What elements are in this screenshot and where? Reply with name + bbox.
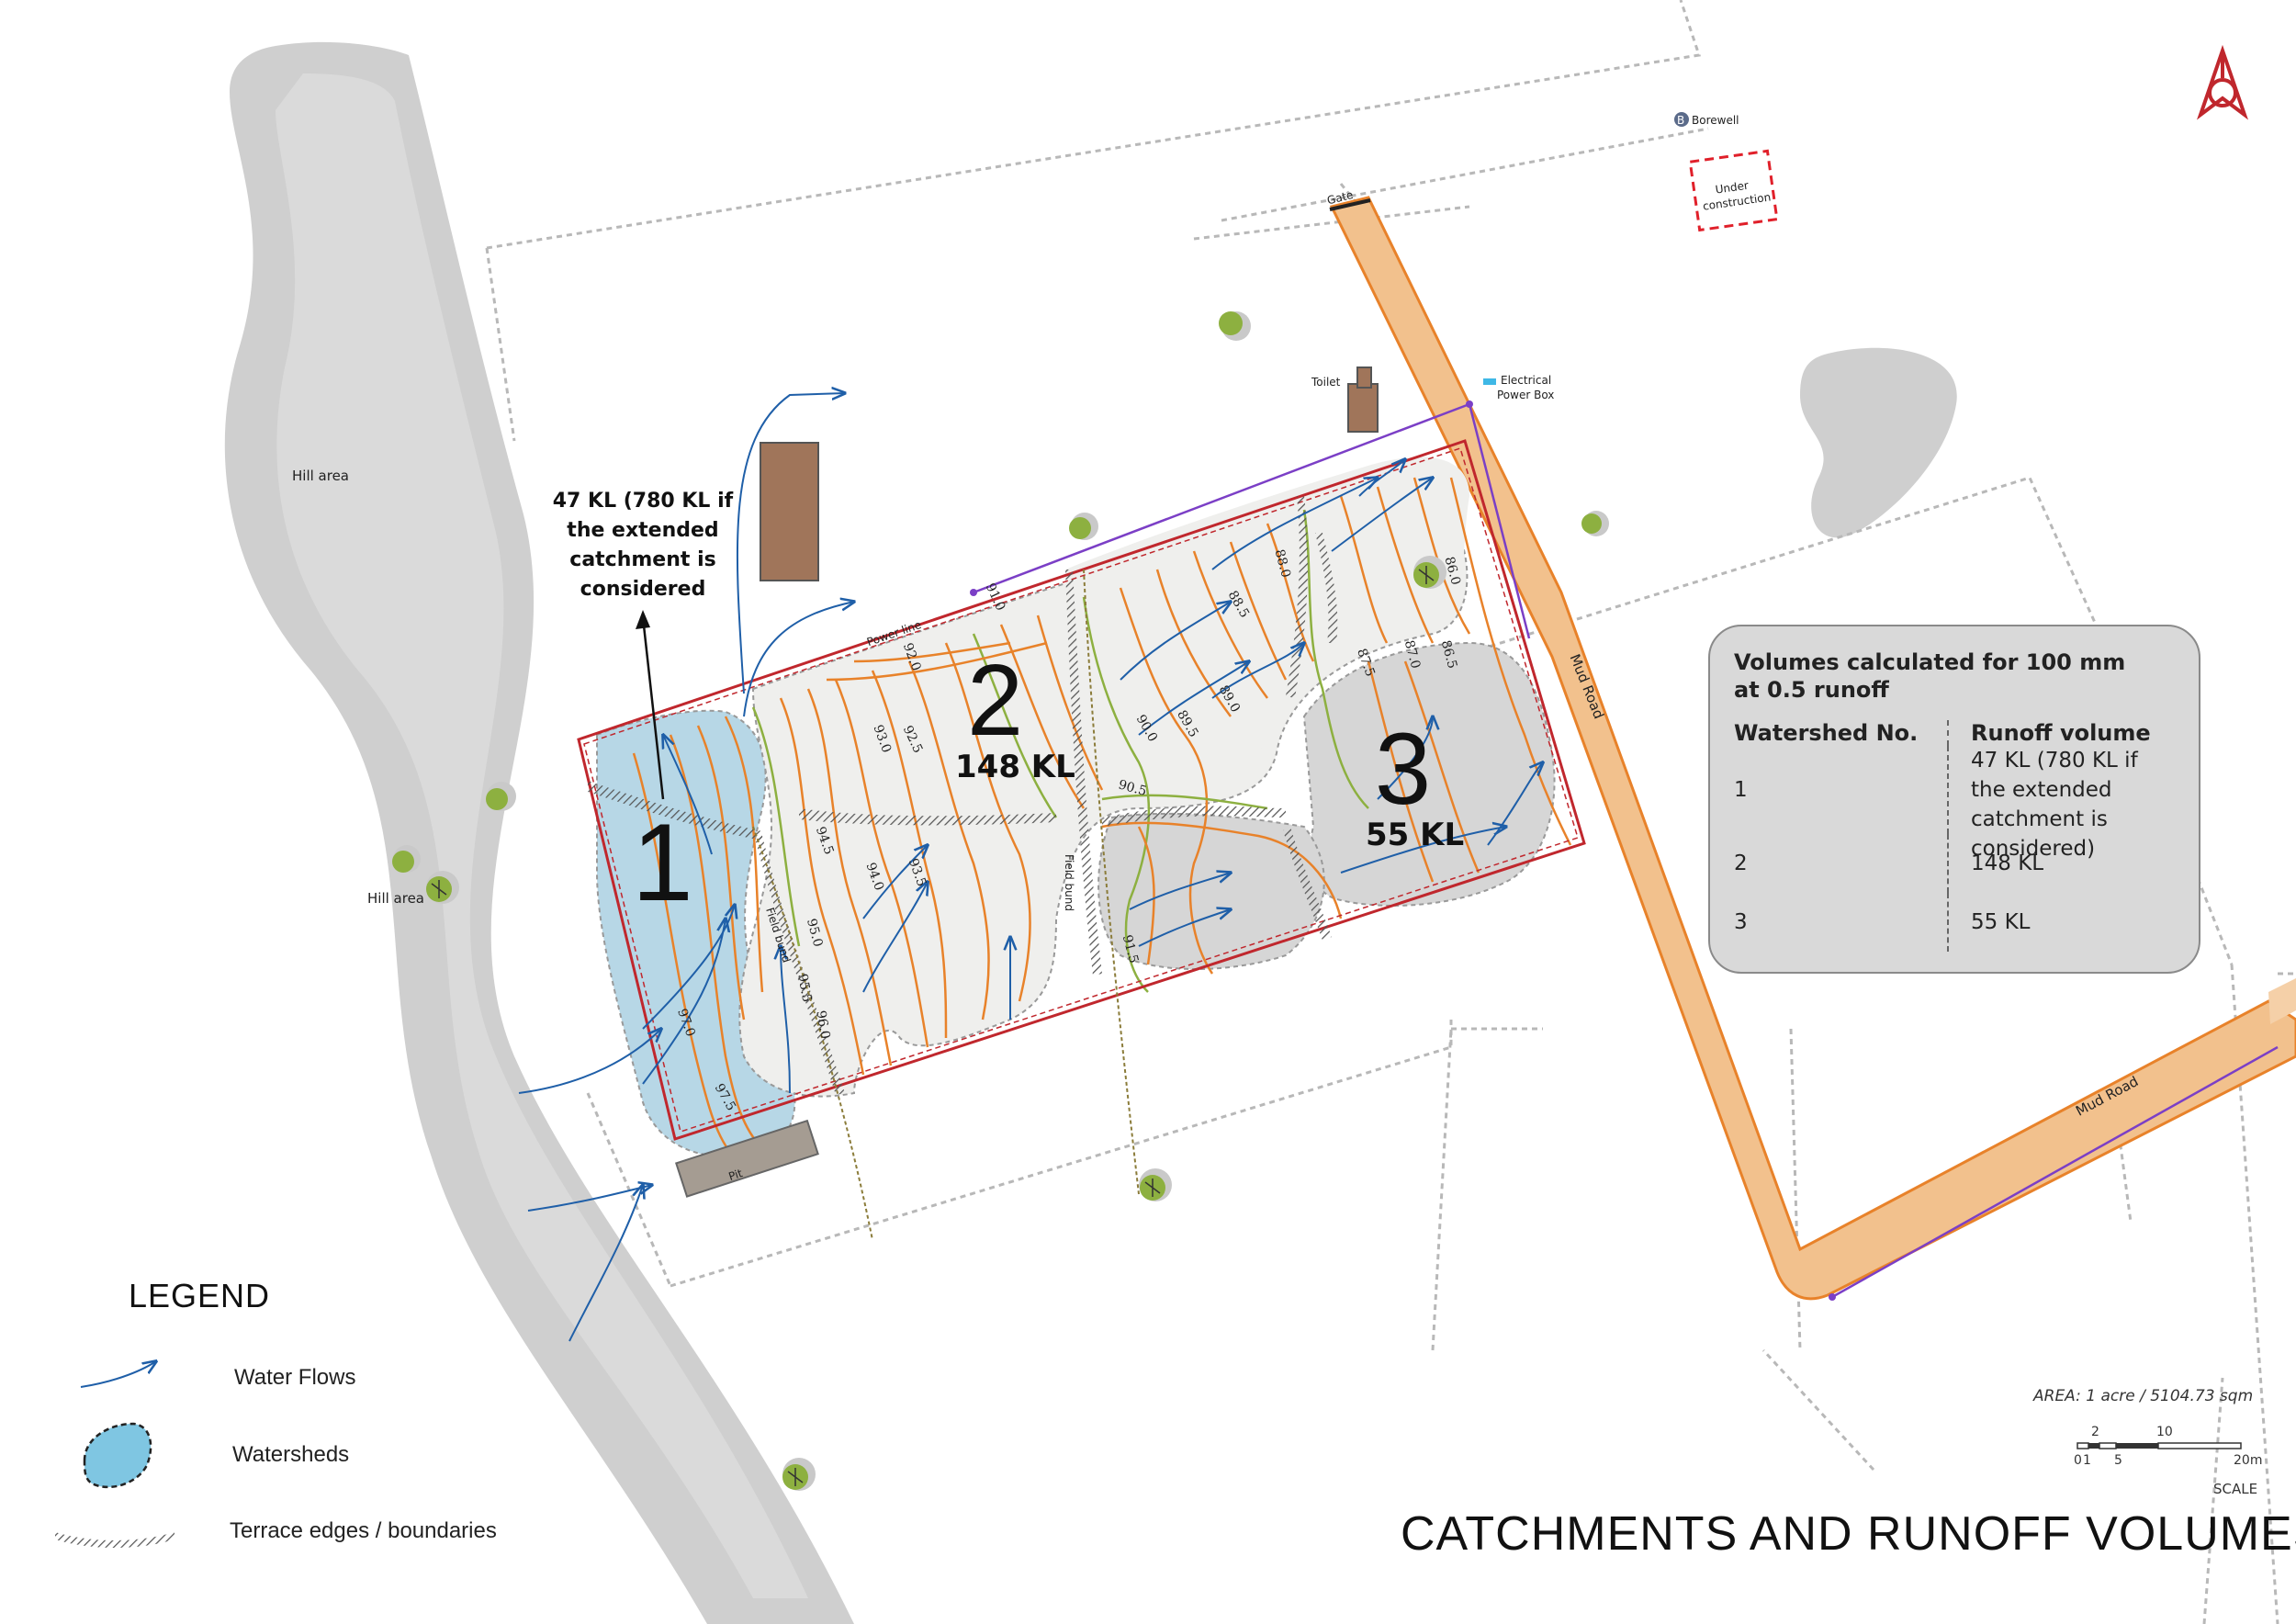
legend-item-terrace-edges: Terrace edges / boundaries bbox=[230, 1518, 497, 1543]
volumes-title: Volumes calculated for 100 mm at 0.5 run… bbox=[1734, 649, 2126, 703]
gate-label: Gate bbox=[1326, 188, 1355, 208]
pit-label: Pit bbox=[727, 1167, 745, 1183]
column-header-runoff: Runoff volume bbox=[1947, 720, 2175, 746]
page-title: CATCHMENTS AND RUNOFF VOLUMES bbox=[1401, 1507, 2296, 1561]
toilet-small bbox=[1356, 367, 1372, 389]
power-line bbox=[970, 400, 2279, 1301]
pit-shape bbox=[675, 1119, 819, 1198]
scale-tick: 20m bbox=[2234, 1453, 2263, 1468]
table-row-volume: 47 KL (780 KL if the extended catchment … bbox=[1947, 746, 2175, 861]
borewell-icon bbox=[1674, 112, 1689, 127]
borewell-badge: B bbox=[1677, 114, 1684, 127]
water-flow-arrows bbox=[518, 393, 1543, 1342]
svg-text:the extended: the extended bbox=[567, 519, 718, 542]
electrical-box bbox=[1483, 378, 1496, 385]
callout-arrow bbox=[641, 616, 665, 800]
borewell-label: Borewell bbox=[1692, 114, 1739, 127]
svg-text:95.0: 95.0 bbox=[804, 917, 826, 948]
legend-title: LEGEND bbox=[129, 1277, 271, 1314]
watershed-2-number: 2 bbox=[967, 644, 1023, 757]
legend-item-watersheds: Watersheds bbox=[232, 1442, 350, 1467]
watershed-3-volume: 55 KL bbox=[1366, 817, 1464, 853]
svg-text:47 KL (780 KL if: 47 KL (780 KL if bbox=[553, 490, 734, 513]
watershed-3-number: 3 bbox=[1375, 713, 1431, 826]
tree-icon bbox=[426, 871, 459, 904]
tree-icon bbox=[1581, 511, 1609, 536]
svg-text:considered: considered bbox=[580, 578, 706, 601]
shed-building bbox=[760, 442, 819, 581]
watershed-numbers: 1 2 148 KL 3 55 KL bbox=[632, 644, 1464, 924]
hill-inner-shape bbox=[276, 73, 808, 1598]
terrace-edges bbox=[588, 496, 1338, 1095]
watershed-3b bbox=[1097, 812, 1325, 970]
under-construction-label-2: construction bbox=[1702, 190, 1772, 212]
hill-area-label-top: Hill area bbox=[292, 468, 349, 484]
tree-icon bbox=[782, 1458, 816, 1491]
mud-road bbox=[1329, 196, 2296, 1301]
under-construction-label-1: Under bbox=[1715, 179, 1750, 197]
tree-icon bbox=[1413, 556, 1446, 589]
tree-icon bbox=[1069, 513, 1098, 540]
volumes-table: Watershed No. Runoff volume 1 47 KL (780… bbox=[1734, 720, 2175, 952]
callout-text: 47 KL (780 KL if the extended catchment … bbox=[553, 490, 734, 601]
svg-text:catchment is: catchment is bbox=[569, 548, 715, 571]
svg-text:88.0: 88.0 bbox=[1271, 547, 1293, 579]
svg-text:86.0: 86.0 bbox=[1441, 555, 1463, 586]
tree-icon bbox=[1139, 1168, 1172, 1201]
table-row-id: 2 bbox=[1734, 851, 1748, 875]
table-row-id: 3 bbox=[1734, 910, 1748, 934]
area-note: AREA: 1 acre / 5104.73 sqm bbox=[2033, 1387, 2254, 1405]
hill-area-label-bottom: Hill area bbox=[367, 890, 424, 907]
table-row-id: 1 bbox=[1734, 778, 1748, 802]
site-boundary bbox=[577, 439, 1586, 1141]
legend-item-water-flows: Water Flows bbox=[234, 1365, 356, 1390]
scale-bar bbox=[2077, 1442, 2242, 1449]
field-bund-label-2: Field bund bbox=[1063, 854, 1075, 911]
scale-tick: 0 bbox=[2074, 1453, 2082, 1468]
watershed-1-number: 1 bbox=[632, 801, 693, 924]
scale-tick: 1 bbox=[2083, 1453, 2091, 1468]
table-row-volume: 148 KL bbox=[1947, 834, 2175, 893]
table-row-volume: 55 KL bbox=[1947, 893, 2175, 952]
small-hill-shape bbox=[1800, 347, 1957, 538]
watershed-2b bbox=[1065, 457, 1469, 775]
tree-icon bbox=[1219, 311, 1251, 341]
svg-text:95.5: 95.5 bbox=[794, 973, 814, 1003]
svg-text:91.5: 91.5 bbox=[1120, 933, 1142, 964]
arrow-icon bbox=[80, 1361, 156, 1388]
gate-icon bbox=[1329, 198, 1371, 211]
svg-text:90.5: 90.5 bbox=[1117, 777, 1148, 799]
trees bbox=[392, 311, 1609, 1491]
toilet-label: Toilet bbox=[1311, 376, 1341, 389]
column-header-watershed: Watershed No. bbox=[1734, 720, 1919, 746]
north-arrow-icon bbox=[2197, 44, 2248, 120]
scale-tick: 5 bbox=[2114, 1453, 2122, 1468]
terrace-edge-icon bbox=[55, 1532, 174, 1548]
tree-icon bbox=[486, 782, 516, 811]
svg-text:96.0: 96.0 bbox=[813, 1009, 832, 1040]
electrical-label-1: Electrical bbox=[1501, 374, 1551, 387]
svg-text:86.5: 86.5 bbox=[1438, 638, 1460, 670]
volumes-panel: Volumes calculated for 100 mm at 0.5 run… bbox=[1708, 625, 2200, 974]
scale-label: SCALE bbox=[2213, 1481, 2258, 1497]
electrical-label-2: Power Box bbox=[1497, 389, 1554, 401]
field-bunds bbox=[752, 569, 1140, 1241]
toilet-building bbox=[1347, 383, 1379, 433]
tree-icon bbox=[392, 845, 421, 873]
watershed-icon bbox=[83, 1422, 152, 1489]
scale-tick: 10 bbox=[2156, 1425, 2173, 1439]
scale-tick: 2 bbox=[2091, 1425, 2099, 1439]
watershed-2-volume: 148 KL bbox=[955, 749, 1075, 785]
legend-icons bbox=[55, 1361, 174, 1548]
svg-text:87.0: 87.0 bbox=[1401, 638, 1424, 670]
